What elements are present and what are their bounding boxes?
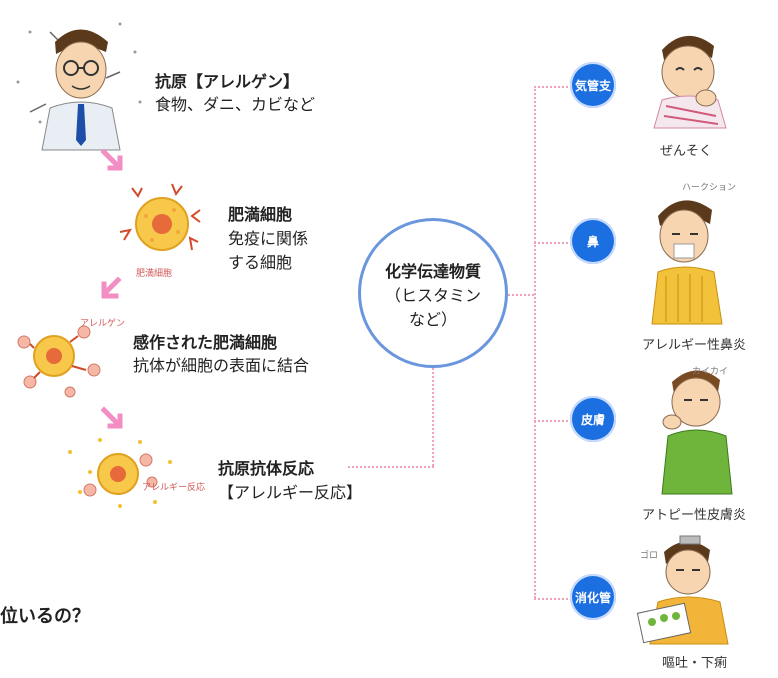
center-text: 化学伝達物質 （ヒスタミン など） (358, 260, 508, 332)
badge-gut: 消化管 (570, 574, 616, 620)
gurgle-label: ゴロ (640, 551, 659, 561)
center-line1: 化学伝達物質 (384, 262, 481, 281)
bottom-partial-heading: 位いるの？ (0, 606, 90, 627)
asthma-child-illustration (653, 35, 727, 129)
connector-trunk (534, 86, 536, 598)
connector-nose (534, 242, 572, 244)
allergen-person-illustration (16, 22, 142, 151)
connector-center-right (508, 294, 534, 296)
connector-reaction (348, 466, 434, 468)
step2-title: 肥満細胞 (228, 205, 293, 224)
allergen-label: アレルゲン (80, 319, 126, 329)
step1-title: 抗原【アレルゲン】 (155, 72, 300, 91)
connector-center-down (432, 368, 434, 466)
mast-cell-label: 肥満細胞 (136, 269, 173, 279)
step2-desc-line2: する細胞 (228, 253, 293, 272)
atopic-child-illustration (661, 370, 733, 495)
caption-digestive: 嘔吐・下痢 (662, 656, 728, 671)
mast-cell-illustration (119, 183, 201, 251)
step2-desc-line1: 免疫に関係 (228, 229, 309, 248)
caption-asthma: ぜんそく (660, 144, 713, 159)
rhinitis-child-illustration (651, 200, 723, 325)
connector-skin (534, 420, 572, 422)
chemical-mediator-circle (358, 218, 508, 368)
center-line3: など） (408, 310, 457, 329)
arrow-down-icon (100, 148, 123, 171)
sensitized-cell-illustration (17, 325, 101, 398)
arrow-down-icon (101, 276, 122, 299)
step3-title: 感作された肥満細胞 (133, 333, 278, 352)
caption-rhinitis: アレルギー性鼻炎 (642, 338, 747, 353)
step4-desc: 【アレルギー反応】 (218, 483, 363, 502)
step4-title: 抗原抗体反応 (218, 459, 315, 478)
badge-skin: 皮膚 (570, 396, 616, 442)
connector-gut (534, 598, 572, 600)
badge-nose: 鼻 (570, 218, 616, 264)
center-line2: （ヒスタミン (384, 286, 481, 305)
connector-bronchi (534, 86, 572, 88)
sneeze-label: ハークション (682, 183, 737, 193)
caption-atopic: アトピー性皮膚炎 (642, 508, 747, 523)
allergy-reaction-label: アレルギー反応 (142, 483, 206, 493)
badge-bronchi: 気管支 (570, 62, 616, 108)
reaction-illustration (68, 438, 172, 508)
arrow-down-icon (100, 406, 123, 429)
digestive-child-illustration (636, 535, 729, 645)
itch-label: カイカイ (692, 367, 729, 377)
step3-desc: 抗体が細胞の表面に結合 (133, 356, 310, 375)
step1-desc: 食物、ダニ、カビなど (155, 95, 316, 114)
